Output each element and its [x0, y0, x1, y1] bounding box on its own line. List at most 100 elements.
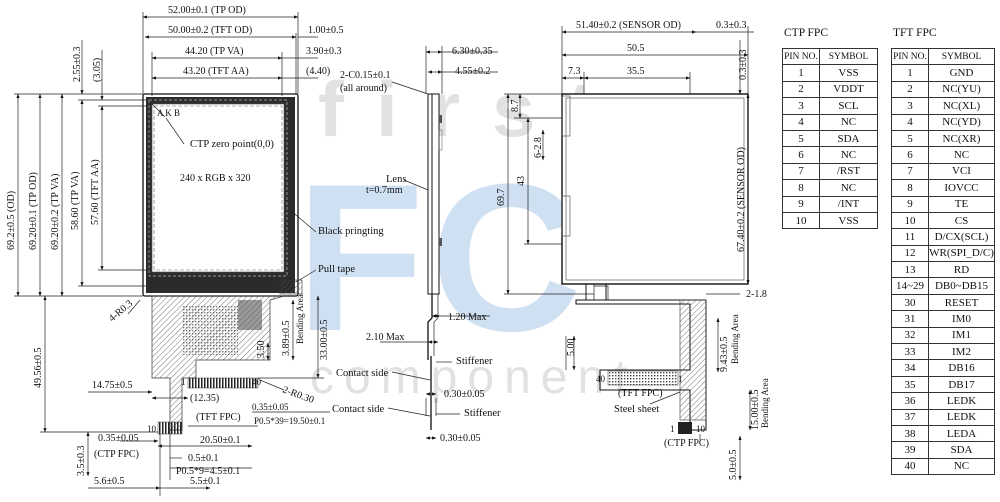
dim-73: 7.3	[568, 66, 581, 77]
pin-symbol: LEDK	[928, 408, 995, 426]
stiffener-top: Stiffener	[456, 356, 493, 367]
pin-symbol: SDA	[819, 129, 878, 148]
dim-5760-v: 57.60 (TFT AA)	[90, 159, 101, 225]
ctp-header-pin: PIN NO.	[782, 47, 820, 66]
dim-943: 9.43±0.5	[719, 337, 730, 373]
dim-56: 5.6±0.5	[94, 476, 125, 487]
pull-tape-label: Pull tape	[318, 264, 355, 275]
pin-number: 7	[891, 162, 929, 181]
pin-number: 36	[891, 392, 929, 410]
dim-628: 6-2.8	[533, 137, 544, 158]
pin-number: 2	[891, 80, 929, 99]
ctp-zero-point: CTP zero point(0,0)	[190, 139, 274, 150]
dim-455: 4.55±0.2	[455, 66, 491, 77]
dim-tft-aa: 43.20 (TFT AA)	[183, 66, 249, 77]
resolution-label: 240 x RGB x 320	[180, 173, 251, 184]
dim-505: 50.5	[627, 43, 645, 54]
dim-4956: 49.56±0.5	[33, 348, 44, 389]
pin-number: 3	[891, 97, 929, 115]
pin-symbol: IOVCC	[928, 179, 995, 197]
pin-symbol: SCL	[819, 97, 878, 115]
pin-symbol: IM2	[928, 343, 995, 361]
table-row: 9/INT	[782, 195, 878, 213]
watermark-fc: FC	[296, 140, 588, 375]
pin-number: 37	[891, 408, 929, 426]
pin-symbol: IM0	[928, 310, 995, 328]
table-row: 7/RST	[782, 162, 878, 181]
dim-50: 5.0±0.5	[728, 450, 739, 481]
steel-sheet-label: Steel sheet	[614, 404, 659, 415]
pin-symbol: TE	[928, 195, 995, 213]
pitch-tft: P0.5*39=19.50±0.1	[254, 416, 325, 426]
pin-symbol: NC	[928, 457, 995, 476]
pin1-ctp-back: 1	[670, 424, 675, 434]
pin-symbol: IM1	[928, 326, 995, 345]
dim-030a: 0.30±0.05	[444, 389, 485, 400]
dim-tp-od-v: 69.20±0.1 (TP OD)	[28, 172, 39, 250]
pin-symbol: RESET	[928, 293, 995, 312]
pin-number: 6	[782, 146, 820, 164]
pin40-back: 40	[596, 374, 606, 384]
pin-number: 35	[891, 375, 929, 394]
pin-symbol: NC	[819, 179, 878, 197]
chamfer-label: 2-C0.15±0.1	[340, 70, 391, 81]
dim-1235: (12.35)	[190, 393, 219, 404]
pin-number: 31	[891, 310, 929, 328]
tft-header-pin: PIN NO.	[891, 47, 929, 66]
pin-number: 40	[891, 457, 929, 476]
pin-symbol: DB17	[928, 375, 995, 394]
pin-symbol: VSS	[819, 211, 878, 230]
dim-5860-v: 58.60 (TP VA)	[70, 172, 81, 230]
pin-symbol: NC(XL)	[928, 97, 995, 115]
pin-symbol: NC(YU)	[928, 80, 995, 99]
front-view: 52.00±0.1 (TP OD) 50.00±0.2 (TFT OD) 44.…	[6, 5, 384, 496]
pin-number: 38	[891, 424, 929, 443]
dim-od-v: 69.2±0.5 (OD)	[6, 191, 17, 250]
pin-symbol: LEDK	[928, 392, 995, 410]
pin-symbol: GND	[928, 64, 995, 82]
pin-number: 9	[782, 195, 820, 213]
dim-05: 0.5±0.1	[188, 453, 219, 464]
pin-number: 12	[891, 244, 929, 263]
pin-symbol: VSS	[819, 64, 878, 82]
dim-1475: 14.75±0.5	[92, 380, 133, 391]
ctp-header-symbol: SYMBOL	[819, 47, 878, 66]
pin-number: 4	[891, 113, 929, 131]
tft-header-symbol: SYMBOL	[928, 47, 995, 66]
pin-number: 34	[891, 359, 929, 377]
watermark-first: first	[318, 65, 625, 153]
pin-number: 33	[891, 343, 929, 361]
contact-side-top: Contact side	[336, 368, 389, 379]
all-around-label: (all around)	[340, 83, 387, 94]
dim-440: (4.40)	[306, 66, 330, 77]
max-120: 1.20 Max	[448, 312, 486, 323]
back-view: 51.40±0.2 (SENSOR OD) 0.3±0.3 50.5 7.3 3…	[496, 20, 770, 481]
dim-43: 43	[516, 176, 527, 186]
pin-number: 5	[782, 129, 820, 148]
pin-symbol: NC(YD)	[928, 113, 995, 131]
lens-thickness: t=0.7mm	[366, 185, 403, 196]
pin-symbol: DB16	[928, 359, 995, 377]
pin-number: 4	[782, 113, 820, 131]
